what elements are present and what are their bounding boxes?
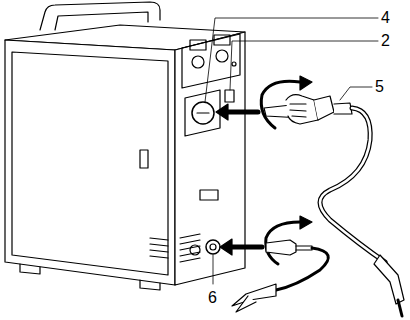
torch-socket [192,102,214,124]
side-panel-inset [12,52,168,275]
vents [180,234,200,262]
side-latch [140,150,148,168]
leader-line [340,87,372,100]
insert-arrow [230,245,262,250]
torch-cable-core [320,108,385,262]
torch-sleeve [334,103,352,114]
leader-line [213,255,214,284]
ground-socket-inner [210,244,216,250]
plate [200,190,218,200]
display [190,40,206,50]
rotate-arrow [266,222,300,264]
display [214,35,230,45]
ground-cable [276,248,328,290]
indicator [232,62,236,66]
callout-number: 5 [375,79,384,95]
callout-number: 4 [381,10,390,26]
hand [286,95,318,124]
side-panel [5,40,175,285]
arrow-head [220,239,232,255]
fingers [290,104,306,117]
vents [150,238,168,258]
arrow-head [300,76,312,90]
socket-pin [197,112,209,113]
knob [192,56,204,68]
leader-line [230,41,378,90]
knob [216,50,228,62]
socket-plate [185,90,220,136]
plug-tail [296,246,312,250]
feet [20,264,160,290]
arrow-head [300,216,312,229]
callout-number: 2 [381,33,390,49]
arrow-head [216,104,228,120]
ground-plug [266,240,296,255]
torch-nozzle [398,300,402,316]
torch-gun [374,255,404,304]
insert-arrow [226,110,258,115]
callout-number: 6 [208,290,217,306]
torch-cable [320,108,385,262]
ground-socket [206,240,220,254]
switch [225,90,234,102]
socket [190,245,200,255]
clamp-jaw [236,296,256,312]
leader-line [205,18,378,102]
wrist [314,96,334,120]
